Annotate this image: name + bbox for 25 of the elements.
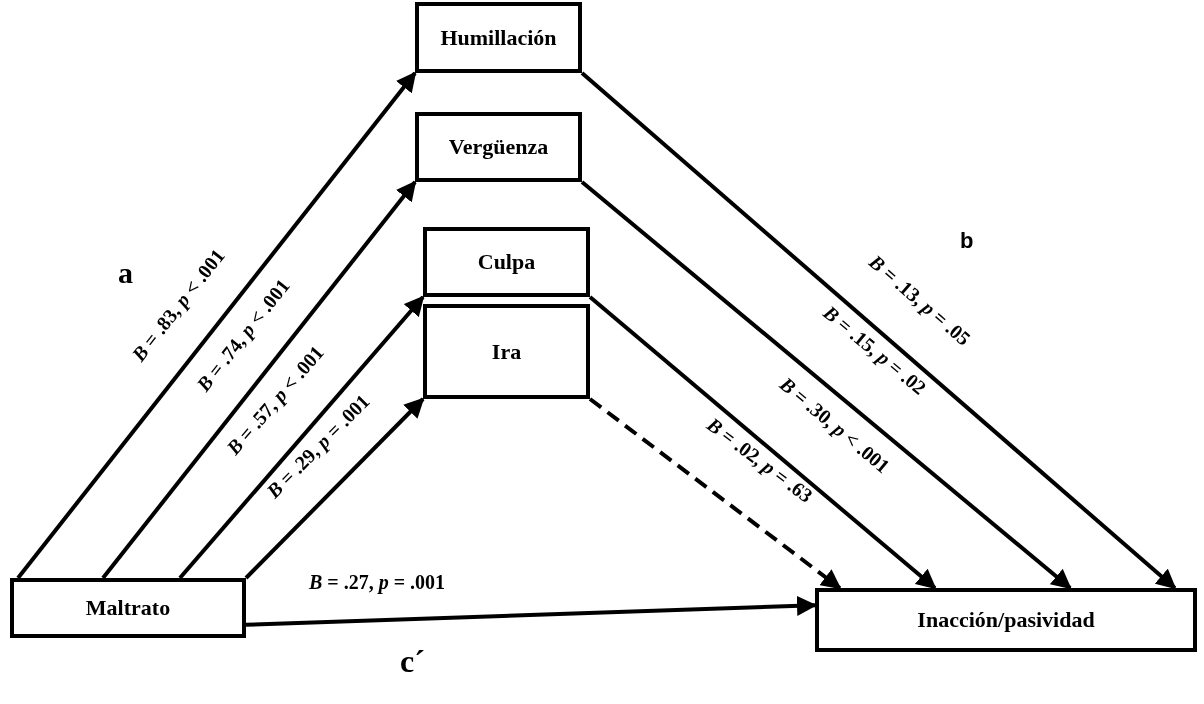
arrow bbox=[244, 397, 425, 580]
arrow bbox=[101, 180, 417, 580]
variable-box bbox=[415, 112, 582, 182]
variable-name: Vergüenza bbox=[448, 134, 549, 160]
variable-box bbox=[815, 588, 1197, 652]
variable-box bbox=[10, 578, 246, 638]
variable-name: Ira bbox=[491, 338, 522, 365]
variable-name: Culpa bbox=[477, 249, 536, 275]
variable-name: Maltrato bbox=[85, 595, 171, 621]
arrow bbox=[580, 71, 1177, 590]
path-letter: c´ bbox=[400, 645, 425, 677]
arrow bbox=[245, 595, 817, 627]
variable-box bbox=[423, 227, 590, 297]
variable-name: Inacción/pasividad bbox=[917, 607, 1095, 633]
path-letter: a bbox=[118, 258, 133, 288]
dashed-arrow bbox=[588, 397, 842, 590]
edge-label: B = .27, p = .001 bbox=[308, 572, 446, 592]
arrow bbox=[178, 295, 425, 580]
path-letter: b bbox=[960, 230, 974, 252]
arrow bbox=[16, 71, 417, 580]
variable-box bbox=[415, 2, 582, 73]
arrow bbox=[580, 180, 1072, 590]
variable-box bbox=[423, 304, 590, 399]
arrow bbox=[588, 295, 937, 590]
variable-name: Humillación bbox=[440, 24, 557, 51]
